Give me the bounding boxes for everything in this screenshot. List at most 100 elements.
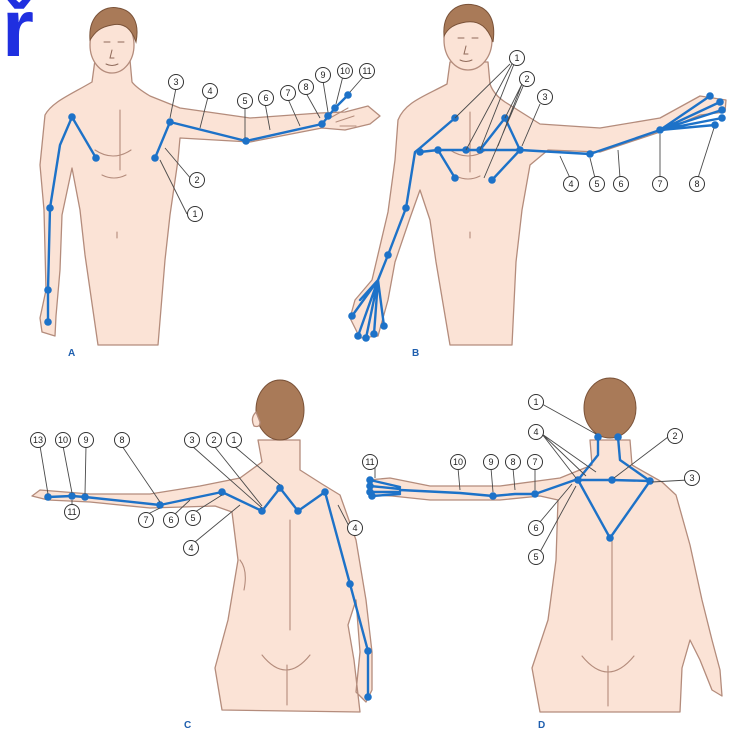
route-point xyxy=(331,104,339,112)
callout-a-8: 8 xyxy=(299,80,314,95)
callout-label: 1 xyxy=(533,397,538,407)
route-point xyxy=(606,534,614,542)
route-point xyxy=(46,204,54,212)
route-point xyxy=(44,318,52,326)
panel-b-letter: B xyxy=(412,348,419,359)
callout-d-9: 9 xyxy=(484,455,499,470)
callout-label: 10 xyxy=(453,457,463,467)
route-point xyxy=(706,92,714,100)
corner-glyph: ř xyxy=(2,0,34,70)
panel-b: 1 2 3 4 5 6 7 8 B xyxy=(348,4,726,359)
callout-d-5: 5 xyxy=(529,550,544,565)
panel-a-letter: A xyxy=(68,348,75,359)
callout-b-3: 3 xyxy=(538,90,553,105)
callout-label: 11 xyxy=(362,66,371,76)
callout-d-11: 11 xyxy=(363,455,378,470)
panel-c: 13 10 9 8 3 2 1 11 7 6 5 4 4 C xyxy=(31,380,373,731)
callout-label: 3 xyxy=(189,435,194,445)
callout-label: 4 xyxy=(568,179,573,189)
callout-b-4: 4 xyxy=(564,177,579,192)
route-point xyxy=(156,501,164,509)
panel-d-head-hair xyxy=(584,378,636,438)
callout-label: 7 xyxy=(532,457,537,467)
route-point xyxy=(81,493,89,501)
route-point xyxy=(718,114,726,122)
route-point xyxy=(344,91,352,99)
callout-label: 3 xyxy=(173,77,178,87)
callout-label: 10 xyxy=(340,66,350,76)
callout-c-5: 5 xyxy=(186,511,201,526)
route-point xyxy=(364,647,372,655)
route-point xyxy=(531,490,539,498)
callout-label: 6 xyxy=(168,515,173,525)
callout-label: 2 xyxy=(524,74,529,84)
route-point xyxy=(44,493,52,501)
route-point xyxy=(416,148,424,156)
callout-d-8: 8 xyxy=(506,455,521,470)
callout-c-8: 8 xyxy=(115,433,130,448)
route-point xyxy=(324,112,332,120)
route-point xyxy=(44,286,52,294)
route-point xyxy=(68,492,76,500)
callout-a-5: 5 xyxy=(238,94,253,109)
callout-c-6: 6 xyxy=(164,513,179,528)
callout-label: 2 xyxy=(194,175,199,185)
route-point xyxy=(321,488,329,496)
route-point xyxy=(614,433,622,441)
route-point xyxy=(294,507,302,515)
route-point xyxy=(716,98,724,106)
callout-label: 11 xyxy=(365,457,374,467)
route-point xyxy=(488,176,496,184)
callout-label: 8 xyxy=(510,457,515,467)
callout-a-6: 6 xyxy=(259,91,274,106)
callout-c-7: 7 xyxy=(139,513,154,528)
route-point xyxy=(92,154,100,162)
callout-label: 4 xyxy=(207,86,212,96)
route-point xyxy=(368,492,376,500)
callout-b-7: 7 xyxy=(653,177,668,192)
callout-d-10: 10 xyxy=(451,455,466,470)
callout-d-3: 3 xyxy=(685,471,700,486)
route-point xyxy=(364,693,372,701)
route-point xyxy=(166,118,174,126)
callout-label: 6 xyxy=(533,523,538,533)
route-point xyxy=(516,146,524,154)
callout-label: 2 xyxy=(211,435,216,445)
route-point xyxy=(348,312,356,320)
route-point xyxy=(489,492,497,500)
callout-c-10: 10 xyxy=(56,433,71,448)
callout-label: 7 xyxy=(143,515,148,525)
callout-b-8: 8 xyxy=(690,177,705,192)
callout-a-1: 1 xyxy=(188,207,203,222)
route-point xyxy=(384,251,392,259)
route-point xyxy=(346,580,354,588)
callout-label: 8 xyxy=(303,82,308,92)
callout-d-1: 1 xyxy=(529,395,544,410)
callout-label: 4 xyxy=(188,543,193,553)
callout-label: 2 xyxy=(672,431,677,441)
panel-d-letter: D xyxy=(538,720,545,731)
route-point xyxy=(218,488,226,496)
route-point xyxy=(318,120,326,128)
callout-label: 1 xyxy=(514,53,519,63)
route-point xyxy=(362,334,370,342)
callout-label: 9 xyxy=(488,457,493,467)
callout-label: 7 xyxy=(657,179,662,189)
panel-a: 1 2 3 4 5 6 7 8 9 10 11 A xyxy=(40,7,380,359)
route-point xyxy=(586,150,594,158)
callout-label: 5 xyxy=(190,513,195,523)
route-point xyxy=(718,106,726,114)
callout-c-1: 1 xyxy=(227,433,242,448)
callout-a-11: 11 xyxy=(360,64,375,79)
callout-label: 4 xyxy=(352,523,357,533)
route-point xyxy=(594,433,602,441)
panel-c-body xyxy=(32,440,372,712)
route-point xyxy=(451,174,459,182)
callout-label: 6 xyxy=(263,93,268,103)
route-point xyxy=(276,484,284,492)
route-point xyxy=(434,146,442,154)
callout-c-9: 9 xyxy=(79,433,94,448)
callout-b-6: 6 xyxy=(614,177,629,192)
route-point xyxy=(151,154,159,162)
